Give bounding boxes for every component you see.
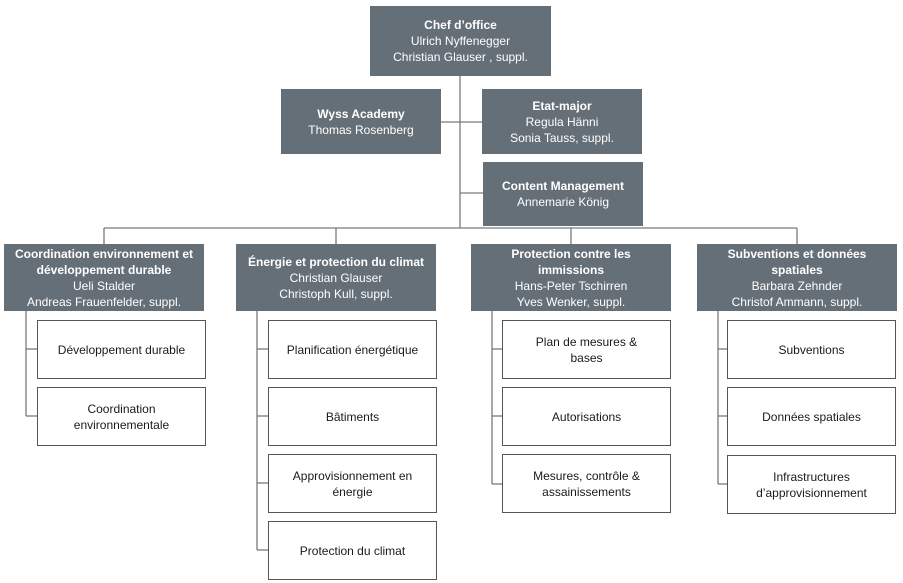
division-head: Christian Glauser: [289, 270, 383, 285]
division-deputy: Christoph Kull, suppl.: [279, 286, 393, 301]
unit-approvisionnement-en-energie: Approvisionnement en énergie: [268, 454, 437, 513]
staff-title: Wyss Academy: [317, 106, 405, 121]
division-head: Hans-Peter Tschirren: [514, 278, 628, 293]
unit-subventions: Subventions: [727, 320, 896, 379]
unit-label: Données spatiales: [762, 409, 861, 424]
staff-box-wyss-academy: Wyss Academy Thomas Rosenberg: [281, 89, 441, 154]
division-header-subventions: Subventions et données spatiales Barbara…: [697, 244, 897, 311]
division-title: Coordination environnement et développem…: [14, 246, 193, 277]
unit-label: Protection du climat: [299, 543, 406, 558]
unit-developpement-durable: Développement durable: [37, 320, 206, 379]
division-deputy: Andreas Frauenfelder, suppl.: [26, 294, 182, 309]
staff-name: Regula Hänni: [525, 114, 599, 129]
staff-box-etat-major: Etat-major Regula Hänni Sonia Tauss, sup…: [482, 89, 642, 154]
unit-planification-energetique: Planification énergétique: [268, 320, 437, 379]
division-header-energie: Énergie et protection du climat Christia…: [236, 244, 436, 311]
unit-donnees-spatiales: Données spatiales: [727, 387, 896, 446]
division-title: Protection contre les immissions: [511, 246, 631, 277]
staff-box-content-management: Content Management Annemarie König: [483, 162, 643, 226]
unit-label: Approvisionnement en énergie: [292, 468, 413, 499]
unit-label: Mesures, contrôle & assainissements: [533, 468, 640, 499]
chief-deputy: Christian Glauser , suppl.: [393, 50, 528, 64]
division-head: Ueli Stalder: [72, 278, 136, 293]
division-deputy: Yves Wenker, suppl.: [516, 294, 626, 309]
unit-label: Coordination environnementale: [73, 401, 170, 432]
staff-title: Content Management: [501, 179, 624, 193]
unit-mesures-controle: Mesures, contrôle & assainissements: [502, 454, 671, 513]
chief-name: Ulrich Nyffenegger: [410, 34, 511, 48]
unit-coordination-environnementale: Coordination environnementale: [37, 387, 206, 446]
unit-plan-de-mesures: Plan de mesures & bases: [502, 320, 671, 379]
division-header-coordination: Coordination environnement et développem…: [4, 244, 204, 311]
unit-protection-du-climat: Protection du climat: [268, 521, 437, 580]
unit-infrastructures: Infrastructures d’approvisionnement: [727, 455, 896, 514]
staff-name: Thomas Rosenberg: [308, 122, 414, 137]
unit-batiments: Bâtiments: [268, 387, 437, 446]
chief-title: Chef d’office: [424, 18, 497, 32]
staff-title: Etat-major: [532, 98, 592, 113]
staff-name: Annemarie König: [516, 195, 610, 209]
unit-label: Autorisations: [551, 409, 622, 424]
division-header-immissions: Protection contre les immissions Hans-Pe…: [471, 244, 671, 311]
division-head: Barbara Zehnder: [751, 278, 843, 293]
unit-label: Subventions: [778, 342, 845, 357]
division-title: Énergie et protection du climat: [247, 254, 425, 269]
unit-label: Infrastructures d’approvisionnement: [756, 469, 867, 500]
unit-label: Développement durable: [57, 342, 186, 357]
chief-box: Chef d’office Ulrich Nyffenegger Christi…: [370, 6, 551, 76]
unit-label: Plan de mesures & bases: [535, 334, 638, 365]
division-title: Subventions et données spatiales: [727, 246, 867, 277]
unit-autorisations: Autorisations: [502, 387, 671, 446]
staff-deputy: Sonia Tauss, suppl.: [510, 130, 614, 145]
unit-label: Bâtiments: [325, 409, 380, 424]
unit-label: Planification énergétique: [286, 342, 419, 357]
division-deputy: Christof Ammann, suppl.: [731, 294, 863, 309]
